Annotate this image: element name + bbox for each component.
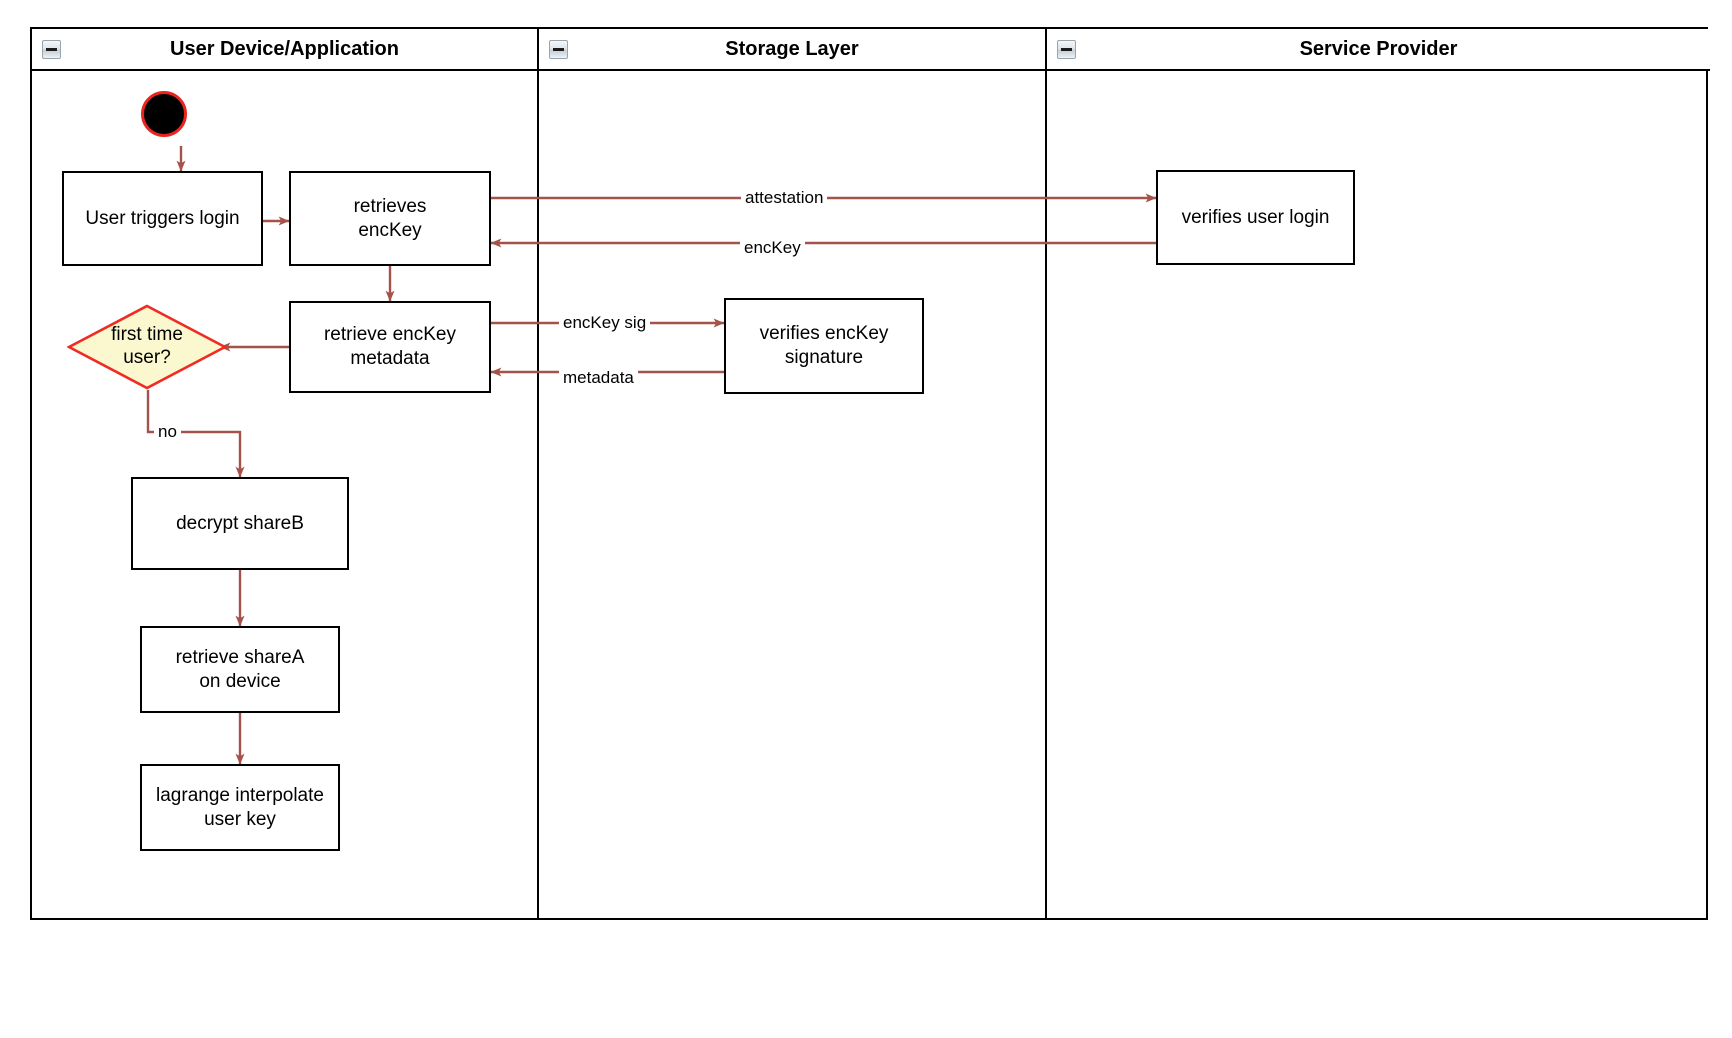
start-node[interactable] — [141, 91, 187, 137]
node-label-line1: first time — [111, 324, 183, 346]
node-lagrange-interpolate-user-key[interactable]: lagrange interpolate user key — [140, 764, 340, 851]
node-label-line2: user? — [123, 347, 171, 368]
lane-header-storage-layer[interactable]: Storage Layer — [539, 29, 1045, 71]
node-label-line1: retrieve encKey — [323, 324, 456, 346]
lane-user-device[interactable]: User Device/Application — [32, 29, 537, 918]
swimlane-pool: User Device/Application Storage Layer Se… — [30, 27, 1710, 920]
node-retrieve-enckey-metadata[interactable]: retrieve encKey metadata — [289, 301, 491, 393]
edge-label-metadata: metadata — [559, 369, 638, 386]
lane-title-service-provider: Service Provider — [1299, 37, 1458, 60]
lane-title-user-device: User Device/Application — [170, 37, 399, 60]
node-user-triggers-login[interactable]: User triggers login — [62, 171, 263, 266]
node-label-line2: encKey — [358, 219, 422, 241]
node-label-line2: signature — [784, 347, 864, 368]
node-label-group: first time user? — [67, 304, 227, 390]
node-retrieve-sharea-on-device[interactable]: retrieve shareA on device — [140, 626, 340, 713]
edge-label-enckey: encKey — [740, 239, 805, 256]
node-label: verifies user login — [1181, 206, 1330, 228]
lane-title-storage-layer: Storage Layer — [725, 37, 859, 60]
diamond-shape — [66, 304, 228, 390]
lane-header-service-provider[interactable]: Service Provider — [1047, 29, 1710, 71]
minus-box-icon[interactable] — [549, 40, 568, 59]
node-label: decrypt shareB — [176, 512, 304, 534]
node-label-line2: on device — [199, 670, 281, 692]
node-label: User triggers login — [85, 207, 240, 229]
node-decrypt-shareb[interactable]: decrypt shareB — [131, 477, 349, 570]
lane-header-user-device[interactable]: User Device/Application — [32, 29, 537, 71]
node-label-line1: retrieves — [353, 195, 427, 217]
lane-storage-layer[interactable]: Storage Layer — [537, 29, 1045, 918]
minus-box-icon[interactable] — [1057, 40, 1076, 59]
minus-box-icon[interactable] — [42, 40, 61, 59]
node-label-line1: verifies encKey — [759, 323, 889, 345]
edge-label-enckey-sig: encKey sig — [559, 314, 651, 331]
lane-service-provider[interactable]: Service Provider — [1045, 29, 1710, 918]
node-first-time-user[interactable]: first time user? — [66, 304, 228, 390]
node-label-line2: user key — [204, 808, 276, 830]
edge-label-attestation: attestation — [741, 189, 828, 206]
node-verifies-user-login[interactable]: verifies user login — [1156, 170, 1355, 265]
node-retrieves-enckey[interactable]: retrieves encKey — [289, 171, 491, 266]
edge-label-no: no — [154, 423, 181, 440]
node-label-line2: metadata — [350, 348, 430, 369]
node-label-line1: retrieve shareA — [175, 646, 305, 668]
node-verifies-enckey-signature[interactable]: verifies encKey signature — [724, 298, 924, 394]
node-label-line1: lagrange interpolate — [156, 784, 324, 806]
